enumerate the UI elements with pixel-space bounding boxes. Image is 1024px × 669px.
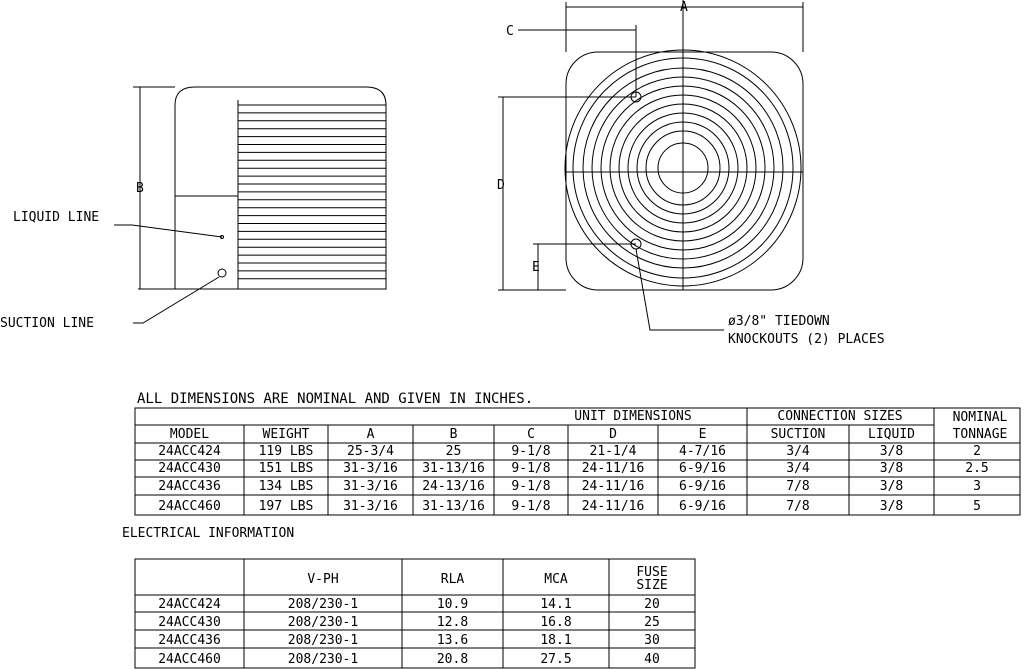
table-cell: 6-9/16 [679,479,726,494]
liquid-line-port [220,235,224,239]
column-header: D [609,427,617,442]
coil-fins [238,104,386,280]
table-cell: 3/8 [880,444,903,459]
column-header: FUSE [636,565,667,580]
table-cell: 31-13/16 [422,499,485,514]
table-cell: 21-1/4 [590,444,637,459]
column-header: V-PH [307,572,338,587]
table-cell: 208/230-1 [288,652,358,667]
group-header: TONNAGE [953,427,1008,442]
table-cell: 27.5 [540,652,571,667]
table-cell: 40 [644,652,660,667]
table-cell: 3/8 [880,499,903,514]
column-header: MCA [544,572,568,587]
table-cell: 31-3/16 [343,479,398,494]
liquid-line-label: LIQUID LINE [13,210,99,225]
table-cell: 3/4 [786,444,810,459]
table-cell: 24ACC424 [158,444,221,459]
table-cell: 3/8 [880,461,903,476]
suction-line-port [217,268,227,278]
dim-a-label: A [680,0,688,15]
table-cell: 24-11/16 [582,479,645,494]
column-header: C [527,427,535,442]
table-cell: 3/4 [786,461,810,476]
column-header: E [699,427,707,442]
table-cell: 208/230-1 [288,615,358,630]
table-cell: 24ACC424 [158,597,221,612]
table-cell: 24-11/16 [582,461,645,476]
table-cell: 25-3/4 [347,444,394,459]
table-cell: 16.8 [540,615,571,630]
table-cell: 31-3/16 [343,499,398,514]
table-cell: 31-13/16 [422,461,485,476]
table-cell: 12.8 [437,615,468,630]
tiedown-note: ø3/8" TIEDOWN [728,314,830,329]
table-cell: 9-1/8 [511,479,550,494]
column-header: LIQUID [868,427,915,442]
table-cell: 4-7/16 [679,444,726,459]
table-cell: 2 [973,444,981,459]
dim-e-label: E [532,260,540,275]
table-cell: 9-1/8 [511,444,550,459]
table-cell: 24ACC460 [158,499,221,514]
dim-c-label: C [506,24,514,39]
table-cell: 9-1/8 [511,499,550,514]
electrical-table: ELECTRICAL INFORMATION FUSE SIZE V-PH RLA… [122,526,696,669]
top-view: A C D E ø3/8" TIEDOWN KNOCKOUTS (2) PLAC… [497,0,885,347]
tiedown-note: KNOCKOUTS (2) PLACES [728,332,885,347]
table-cell: 25 [644,615,660,630]
table-cell: 18.1 [540,633,571,648]
table-cell: 7/8 [786,499,809,514]
column-header: A [367,427,375,442]
table-cell: 24-13/16 [422,479,485,494]
unit-outline [174,86,387,290]
group-header: UNIT DIMENSIONS [574,409,691,424]
group-header: NOMINAL [953,410,1008,425]
table-cell: 9-1/8 [511,461,550,476]
column-header: MODEL [170,427,209,442]
table-cell: 10.9 [437,597,468,612]
electrical-title: ELECTRICAL INFORMATION [122,526,294,541]
group-header: CONNECTION SIZES [777,409,902,424]
table-cell: 3 [973,479,981,494]
dim-d-label: D [497,178,505,193]
table-cell: 5 [973,499,981,514]
dimensions-table: ALL DIMENSIONS ARE NOMINAL AND GIVEN IN … [134,391,1021,516]
table-cell: 31-3/16 [343,461,398,476]
table-cell: 20.8 [437,652,468,667]
table-cell: 30 [644,633,660,648]
table-cell: 208/230-1 [288,633,358,648]
unit-top-outline [565,51,804,291]
column-header: B [450,427,458,442]
table-cell: 13.6 [437,633,468,648]
table-cell: 208/230-1 [288,597,358,612]
table-cell: 24ACC430 [158,461,221,476]
table-cell: 3/8 [880,479,903,494]
dimensions-note: ALL DIMENSIONS ARE NOMINAL AND GIVEN IN … [137,391,533,407]
table-cell: 14.1 [540,597,571,612]
table-cell: 24ACC436 [158,633,221,648]
table-cell: 7/8 [786,479,809,494]
dim-b-label: B [136,181,144,196]
table-cell: 134 LBS [259,479,314,494]
column-header: RLA [441,572,465,587]
table-cell: 24ACC436 [158,479,221,494]
table-cell: 197 LBS [259,499,314,514]
table-cell: 20 [644,597,660,612]
column-header: SIZE [636,578,667,593]
table-cell: 119 LBS [259,444,314,459]
table-cell: 25 [446,444,462,459]
table-cell: 24-11/16 [582,499,645,514]
column-header: WEIGHT [263,427,310,442]
column-header: SUCTION [771,427,826,442]
table-cell: 6-9/16 [679,461,726,476]
table-cell: 2.5 [965,461,988,476]
table-cell: 24ACC460 [158,652,221,667]
table-cell: 151 LBS [259,461,314,476]
table-cell: 24ACC430 [158,615,221,630]
suction-line-label: SUCTION LINE [0,316,94,331]
table-cell: 6-9/16 [679,499,726,514]
side-view: B LIQUID LINE SUCTION LINE [0,86,387,331]
